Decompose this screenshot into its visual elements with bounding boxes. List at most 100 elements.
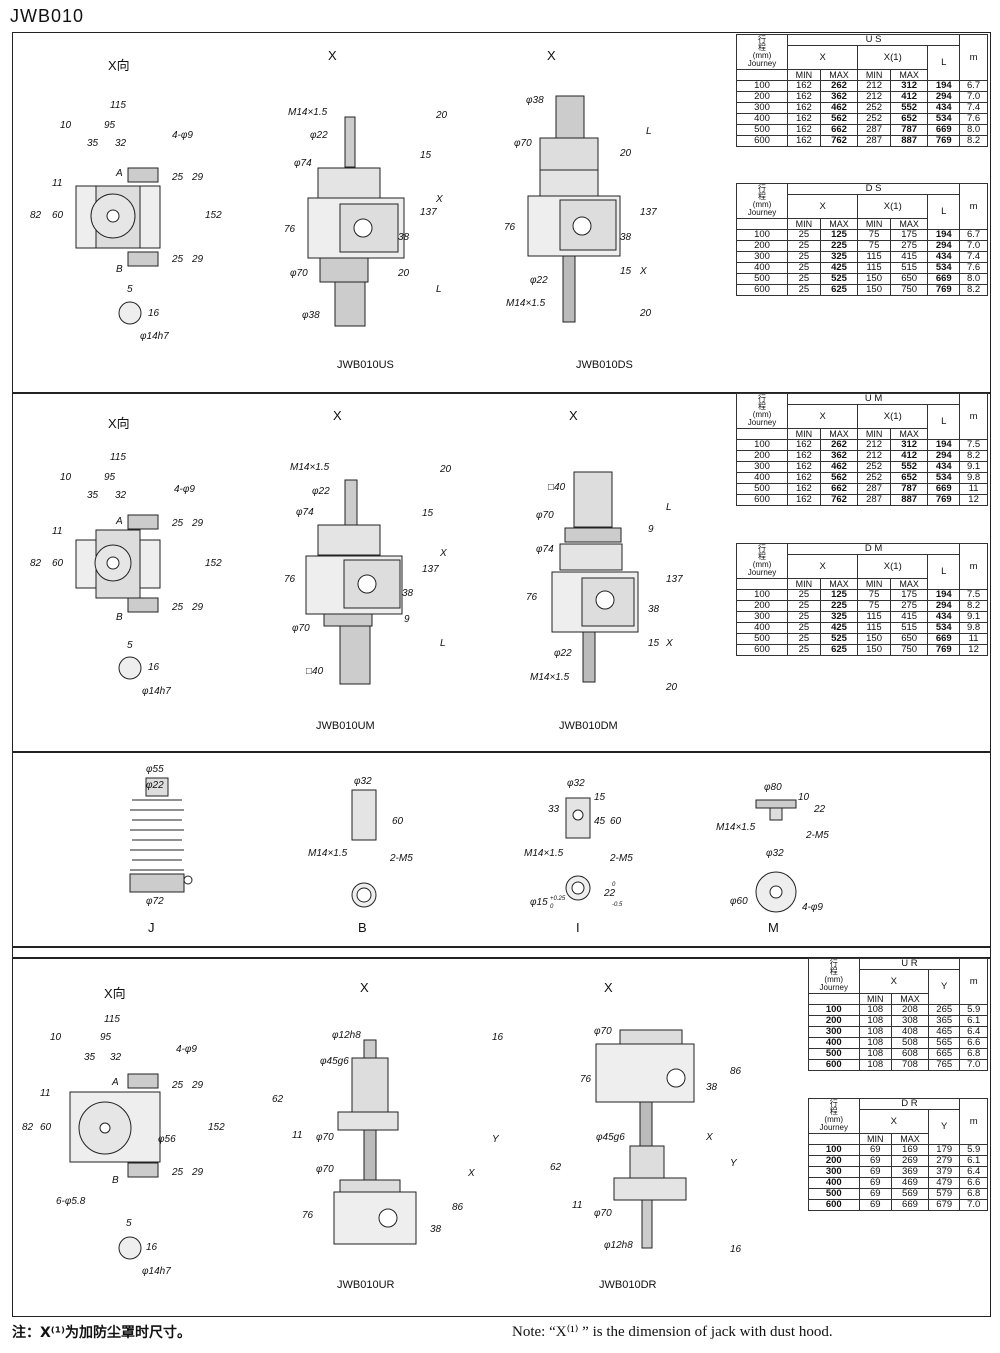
table-cell: 162 — [787, 461, 821, 473]
table-cell: 425 — [819, 622, 859, 634]
table-cell: 212 — [857, 80, 891, 92]
table-cell: 9.1 — [959, 611, 988, 623]
table-cell: 69 — [858, 1199, 892, 1211]
table-cell: 434 — [927, 251, 961, 263]
dimension-text: 9 — [404, 614, 410, 625]
dimension-text: φ14h7 — [142, 1266, 171, 1277]
table-cell: 108 — [858, 1037, 892, 1049]
dimension-text: L — [646, 126, 652, 137]
dimension-text: 25 — [171, 518, 184, 529]
x-arrow-label: X — [333, 408, 342, 423]
table-cell: 325 — [819, 611, 859, 623]
table-cell: 100 — [735, 229, 789, 241]
dimension-text: 16 — [492, 1032, 504, 1043]
dimension-text: 11 — [52, 178, 62, 189]
table-cell: 175 — [889, 589, 929, 601]
table-cell: 225 — [819, 240, 859, 252]
table-cell: 434 — [927, 461, 961, 473]
dimension-text: Y — [492, 1134, 500, 1145]
table-cell: 400 — [735, 262, 789, 274]
dimension-text: +0.25 — [550, 896, 566, 902]
dimension-text: φ70 — [292, 623, 310, 634]
table-cell: 325 — [819, 251, 859, 263]
table-cell: 175 — [889, 229, 929, 241]
dimension-text: 115 — [110, 100, 126, 111]
journey-header: 行程(mm)Journey — [735, 183, 789, 219]
table-cell: 294 — [927, 450, 961, 462]
dimension-text: □40 — [306, 666, 324, 677]
table-cell: 169 — [890, 1144, 929, 1156]
dimension-text: X — [435, 194, 443, 205]
model-caption: JWB010DS — [576, 359, 633, 371]
table-cell: 25 — [787, 600, 821, 612]
table-cell: 194 — [927, 439, 961, 451]
table-cell: 69 — [858, 1188, 892, 1200]
table-cell: 212 — [857, 450, 891, 462]
table-cell: 287 — [857, 483, 891, 495]
table-cell: 500 — [808, 1048, 860, 1060]
dimension-text: 38 — [402, 588, 414, 599]
table-cell: 115 — [857, 611, 891, 623]
table-cell: 679 — [927, 1199, 961, 1211]
table-cell: 75 — [857, 589, 891, 601]
column-header: MAX — [889, 69, 929, 81]
dimension-text: 38 — [398, 232, 410, 243]
dimension-text: Y — [730, 1158, 738, 1169]
table-cell: 100 — [735, 439, 789, 451]
table-cell: 150 — [857, 284, 891, 296]
table-cell: 362 — [819, 91, 859, 103]
dimension-text: φ80 — [764, 782, 782, 793]
dimension-text: 62 — [550, 1162, 562, 1173]
table-cell: 312 — [889, 439, 929, 451]
table-cell: 669 — [890, 1199, 929, 1211]
column-header: Y — [927, 1109, 961, 1145]
table-cell: 69 — [858, 1155, 892, 1167]
model-caption: JWB010DR — [599, 1279, 657, 1291]
column-header: X — [787, 194, 859, 219]
dimension-text: B — [116, 612, 123, 623]
table-cell: 100 — [808, 1004, 860, 1016]
table-cell: 108 — [858, 1004, 892, 1016]
table-cell: 25 — [787, 229, 821, 241]
table-cell: 6.8 — [959, 1188, 988, 1200]
column-header — [808, 1133, 860, 1145]
table-cell: 300 — [808, 1166, 860, 1178]
dimension-text: 38 — [706, 1082, 718, 1093]
table-cell: 600 — [735, 494, 789, 506]
table-cell: 369 — [890, 1166, 929, 1178]
column-header — [735, 578, 789, 590]
dimension-text: 11 — [52, 526, 62, 537]
table-cell: 308 — [890, 1015, 929, 1027]
table-cell: 150 — [857, 644, 891, 656]
column-header: L — [927, 404, 961, 440]
table-cell: 534 — [927, 622, 961, 634]
dimension-text: 32 — [115, 490, 127, 501]
table-cell: 125 — [819, 589, 859, 601]
table-cell: 7.5 — [959, 439, 988, 451]
dimension-text: 137 — [640, 207, 657, 218]
table-cell: 400 — [735, 622, 789, 634]
table-cell: 252 — [857, 461, 891, 473]
table-cell: 515 — [889, 622, 929, 634]
table-cell: 500 — [735, 124, 789, 136]
table-cell: 552 — [889, 102, 929, 114]
table-cell: 500 — [808, 1188, 860, 1200]
x-arrow-label: X — [604, 980, 613, 995]
column-header: Y — [927, 969, 961, 1005]
table-cell: 887 — [889, 494, 929, 506]
dimension-text: 60 — [52, 210, 64, 221]
column-header: MAX — [889, 218, 929, 230]
spec-table-um: 行程(mm)Journey U M m X X(1) L MIN MAX MIN… — [735, 393, 988, 506]
column-header: X — [787, 404, 859, 429]
table-cell: 400 — [735, 113, 789, 125]
